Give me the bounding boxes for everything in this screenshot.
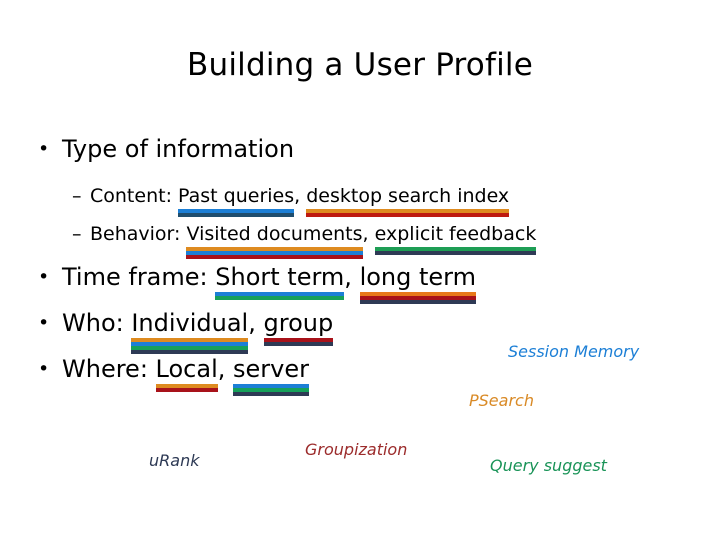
underline-bar-green [215, 296, 345, 300]
underline-bars [215, 292, 345, 300]
underline-bar-green [131, 346, 249, 350]
underline-bars [233, 384, 309, 396]
underlined-term-long-term: long term [359, 262, 476, 304]
dash-marker-icon: – [72, 223, 82, 245]
bullet-time-frame: • Time frame: Short term , long term [38, 262, 476, 304]
underline-bars [306, 209, 510, 217]
bullet-marker-icon: • [38, 358, 50, 380]
underline-bar-dark-navy [359, 300, 476, 304]
annotation-session-memory: Session Memory [508, 342, 640, 361]
underline-bar-dark-navy [374, 251, 537, 255]
term-text: long term [359, 263, 476, 291]
underline-bar-dark-navy [233, 392, 309, 396]
underline-bar-orange [155, 384, 218, 388]
term-text: Local [155, 355, 218, 383]
sub-bullet-behavior-label: Behavior: [90, 223, 187, 245]
underlined-term-visited-documents: Visited documents [186, 221, 363, 259]
underline-bar-green [233, 388, 309, 392]
underline-bars [374, 247, 537, 255]
bullet-who: • Who: Individual , group [38, 308, 334, 354]
underline-bar-dark-navy [263, 342, 334, 346]
underlined-term-group: group [263, 308, 334, 346]
underline-bar-dark-red [263, 338, 334, 342]
sub-bullet-behavior: –Behavior: Visited documents , explicit … [72, 221, 537, 259]
underline-bar-dark-red [186, 255, 363, 259]
underline-bar-blue [186, 251, 363, 255]
underline-bar-navy [178, 213, 295, 217]
term-text: Visited documents [186, 223, 363, 245]
bullet-where: • Where: Local , server [38, 354, 309, 396]
underline-bar-dark-red [155, 388, 218, 392]
term-text: desktop search index [306, 185, 510, 207]
term-text: Short term [215, 263, 345, 291]
underline-bar-orange [359, 292, 476, 296]
underlined-term-desktop-search-index: desktop search index [306, 183, 510, 217]
underlined-term-individual: Individual [131, 308, 249, 354]
underline-bar-blue [215, 292, 345, 296]
underlined-term-explicit-feedback: explicit feedback [374, 221, 537, 255]
page-title: Building a User Profile [187, 47, 533, 83]
underline-bars [186, 247, 363, 259]
comma-separator: , [362, 223, 375, 245]
annotation-query-suggest: Query suggest [490, 456, 607, 475]
term-text: group [263, 309, 334, 337]
underline-bar-blue [233, 384, 309, 388]
bullet-marker-icon: • [38, 138, 50, 160]
underline-bars [178, 209, 295, 217]
annotation-groupization: Groupization [305, 440, 408, 459]
annotation-psearch: PSearch [469, 391, 534, 410]
underlined-term-local: Local [155, 354, 218, 392]
comma-separator: , [344, 263, 360, 291]
underline-bar-red [306, 213, 510, 217]
term-text: Individual [131, 309, 249, 337]
dash-marker-icon: – [72, 185, 82, 207]
underline-bar-orange [186, 247, 363, 251]
underline-bar-green [374, 247, 537, 251]
underline-bars [131, 338, 249, 354]
bullet-marker-icon: • [38, 312, 50, 334]
comma-separator: , [294, 185, 307, 207]
sub-bullet-content-label: Content: [90, 185, 179, 207]
comma-separator: , [217, 355, 233, 383]
underlined-term-past-queries: Past queries [178, 183, 295, 217]
underline-bar-dark-red [359, 296, 476, 300]
bullet-type-of-information: • Type of information [38, 134, 294, 164]
term-text: server [233, 355, 309, 383]
underline-bar-blue [131, 342, 249, 346]
annotation-urank: uRank [149, 451, 200, 470]
bullet-where-label: Where: [62, 355, 156, 383]
bullet-time-frame-label: Time frame: [62, 263, 216, 291]
underline-bars [155, 384, 218, 392]
underline-bar-orange [131, 338, 249, 342]
bullet-text-type-of-information: Type of information [62, 135, 295, 163]
term-text: Past queries [178, 185, 295, 207]
underlined-term-short-term: Short term [215, 262, 345, 300]
underline-bars [359, 292, 476, 304]
underline-bars [263, 338, 334, 346]
underline-bar-orange [306, 209, 510, 213]
term-text: explicit feedback [374, 223, 537, 245]
bullet-marker-icon: • [38, 266, 50, 288]
underlined-term-server: server [233, 354, 309, 396]
comma-separator: , [248, 309, 264, 337]
bullet-who-label: Who: [62, 309, 132, 337]
underline-bar-blue [178, 209, 295, 213]
sub-bullet-content: –Content: Past queries , desktop search … [72, 183, 510, 217]
